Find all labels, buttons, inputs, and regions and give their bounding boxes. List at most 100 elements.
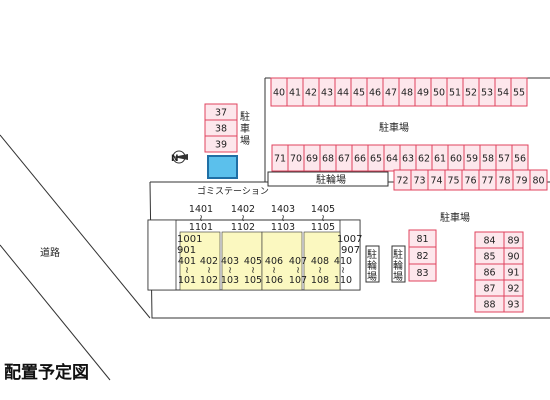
parking-space-number: 48 [401, 88, 413, 99]
range-tilde: ≀ [272, 265, 276, 276]
range-tilde: ≀ [251, 265, 255, 276]
unit-upper-label: 402 [200, 256, 218, 267]
parking-space-number: 71 [274, 154, 286, 165]
north-label: N [171, 154, 179, 164]
unit-block [179, 231, 221, 291]
parking-space-number: 60 [450, 154, 462, 165]
unit-upper-label: 407 [289, 256, 307, 267]
parking-space-number: 64 [386, 154, 398, 165]
parking-space [510, 77, 528, 107]
unit-upper-label: 403 [221, 256, 239, 267]
parking-space [503, 295, 524, 313]
parking-label-side: 車 [240, 122, 250, 135]
range-tilde: ≀ [228, 265, 232, 276]
unit-block [303, 231, 341, 291]
unit-lower-label: 107 [289, 275, 307, 286]
parking-space-number: 44 [337, 88, 349, 99]
stack-right-907: 907 [341, 245, 360, 256]
range-tilde: ≀ [296, 265, 300, 276]
floor-1100-label: 1105 [311, 222, 335, 233]
parking-space-number: 45 [353, 88, 365, 99]
parking-space-number: 70 [290, 154, 302, 165]
unit-lower-label: 108 [311, 275, 329, 286]
parking-label-side: 駐 [240, 110, 250, 123]
range-tilde: ≀ [281, 213, 285, 224]
parking-space-number: 93 [507, 300, 519, 311]
parking-space-number: 87 [483, 284, 495, 295]
parking-space-number: 85 [483, 252, 495, 263]
unit-upper-label: 401 [178, 256, 196, 267]
parking-space-number: 89 [507, 236, 519, 247]
parking-space-number: 46 [369, 88, 381, 99]
road-label: 道路 [40, 246, 60, 259]
stack-left-1001: 1001 [177, 234, 202, 245]
road-edge-lower [0, 244, 111, 381]
bicycle-parking-small-left [365, 245, 380, 283]
parking-space-number: 77 [481, 176, 493, 187]
parking-space-number: 49 [417, 88, 429, 99]
unit-lower-label: 105 [244, 275, 262, 286]
parking-space-number: 84 [483, 236, 495, 247]
bicycle-parking-label-right: 駐 [393, 248, 403, 261]
unit-lower-label: 103 [221, 275, 239, 286]
parking-space-number: 52 [465, 88, 477, 99]
unit-lower-label: 101 [178, 275, 196, 286]
parking-space-number: 69 [306, 154, 318, 165]
floor-top-label: 1405 [311, 204, 335, 215]
parking-space-number: 40 [273, 88, 285, 99]
bicycle-parking-label: 駐輪場 [316, 173, 346, 186]
parking-space-number: 86 [483, 268, 495, 279]
parking-space-number: 42 [305, 88, 317, 99]
parking-space-number: 92 [507, 284, 519, 295]
parking-space-number: 79 [515, 176, 527, 187]
parking-space-number: 61 [434, 154, 446, 165]
bicycle-parking-label-left: 駐 [367, 248, 377, 261]
unit-lower-label: 106 [265, 275, 283, 286]
parking-space-number: 51 [449, 88, 461, 99]
unit-block [261, 231, 303, 291]
parking-space-number: 55 [513, 88, 525, 99]
parking-space [204, 135, 238, 153]
parking-label-side: 場 [240, 134, 250, 147]
parking-space-number: 38 [215, 124, 227, 135]
range-tilde: ≀ [199, 213, 203, 224]
parking-label-mid: 駐車場 [440, 211, 470, 224]
floor-1100-label: 1103 [271, 222, 295, 233]
parking-space-number: 37 [215, 108, 227, 119]
parking-space-number: 54 [497, 88, 509, 99]
parking-space-number: 47 [385, 88, 397, 99]
parking-space-number: 62 [418, 154, 430, 165]
parking-space-number: 56 [514, 154, 526, 165]
floor-top-label: 1403 [271, 204, 295, 215]
parking-space-number: 41 [289, 88, 301, 99]
parking-space-number: 67 [338, 154, 350, 165]
garbage-station [207, 155, 238, 179]
parking-space-number: 53 [481, 88, 493, 99]
parking-space-number: 81 [416, 234, 428, 245]
parking-space-number: 80 [532, 176, 544, 187]
parking-space-number: 90 [507, 252, 519, 263]
parking-space-number: 74 [430, 176, 442, 187]
parking-space-number: 78 [498, 176, 510, 187]
garbage-station-label: ゴミステーション [197, 185, 269, 197]
parking-space [529, 169, 548, 191]
unit-upper-label: 406 [265, 256, 283, 267]
floor-1100-label: 1102 [231, 222, 255, 233]
bicycle-parking-label-right: 場 [393, 270, 403, 283]
unit-block [221, 231, 263, 291]
floor-top-label: 1402 [231, 204, 255, 215]
page-title: 配置予定図 [4, 362, 89, 383]
range-tilde: ≀ [341, 265, 345, 276]
parking-space-number: 57 [498, 154, 510, 165]
parking-space-number: 43 [321, 88, 333, 99]
parking-space-number: 88 [483, 300, 495, 311]
unit-upper-label: 405 [244, 256, 262, 267]
range-tilde: ≀ [185, 265, 189, 276]
parking-space-number: 73 [413, 176, 425, 187]
parking-space-number: 58 [482, 154, 494, 165]
range-tilde: ≀ [321, 213, 325, 224]
parking-space-number: 72 [396, 176, 408, 187]
